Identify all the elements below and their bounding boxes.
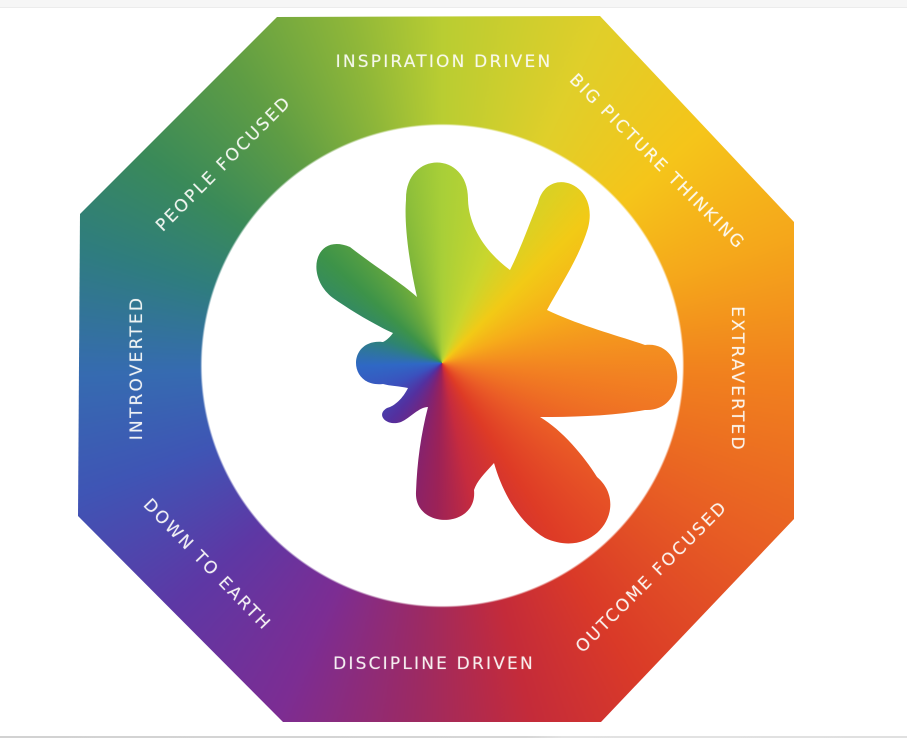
label-inspiration-driven: INSPIRATION DRIVEN bbox=[335, 52, 553, 72]
personality-wheel: INSPIRATION DRIVEN BIG PICTURE THINKING … bbox=[75, 10, 798, 727]
label-extraverted: EXTRAVERTED bbox=[727, 306, 747, 452]
top-divider bbox=[0, 0, 907, 8]
label-discipline-driven: DISCIPLINE DRIVEN bbox=[333, 654, 535, 674]
label-introverted: INTROVERTED bbox=[127, 295, 147, 441]
bottom-divider bbox=[0, 736, 907, 738]
